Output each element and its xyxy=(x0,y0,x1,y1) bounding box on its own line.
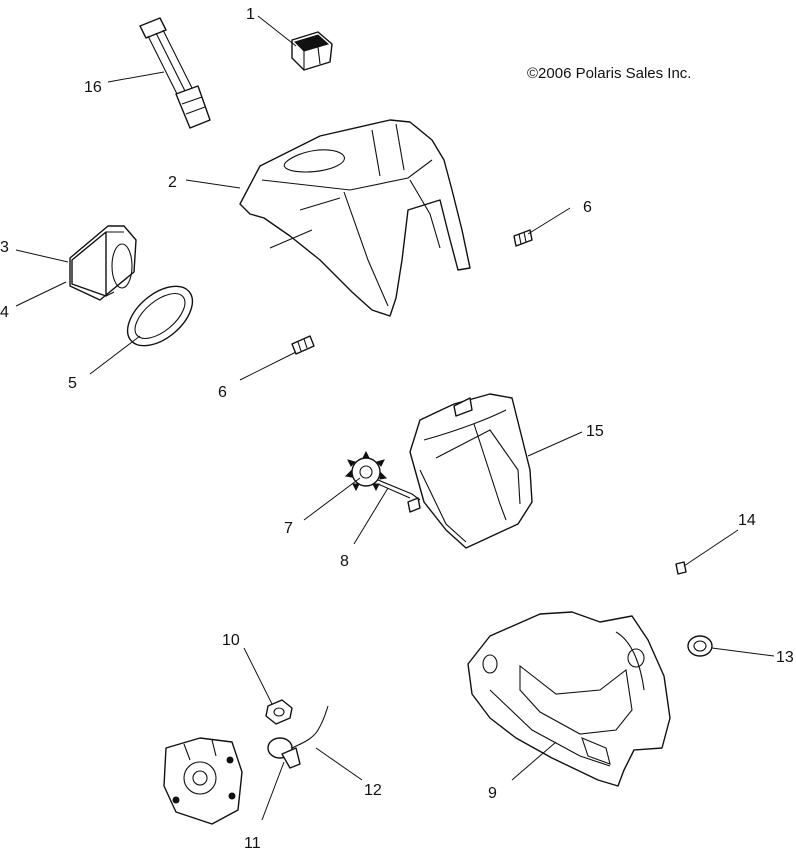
callout-16: 16 xyxy=(84,79,102,96)
part-12-wire-lead xyxy=(291,705,329,749)
callout-3: 3 xyxy=(0,239,9,256)
adjuster-motor-bracket xyxy=(163,737,243,825)
part-15-headlight xyxy=(407,393,533,549)
callout-9: 9 xyxy=(488,785,497,802)
part-1-switch xyxy=(291,31,333,71)
part-5-seal-ring xyxy=(126,285,194,347)
part-14-clip xyxy=(675,561,687,575)
callout-8: 8 xyxy=(340,553,349,570)
callout-6-lower: 6 xyxy=(218,384,227,401)
part-16-wire-harness xyxy=(139,17,211,129)
part-2-hood xyxy=(239,119,471,317)
callout-14: 14 xyxy=(738,512,756,529)
leader-lines xyxy=(15,15,775,821)
part-8-adjuster-shaft xyxy=(377,479,421,501)
part-11-socket xyxy=(267,737,301,769)
callout-5: 5 xyxy=(68,375,77,392)
part-9-lower-housing xyxy=(467,611,671,787)
callout-13: 13 xyxy=(776,649,794,666)
callout-12: 12 xyxy=(364,782,382,799)
part-6-screw-upper xyxy=(513,229,533,247)
callout-6-upper: 6 xyxy=(583,199,592,216)
callout-15: 15 xyxy=(586,423,604,440)
callout-7: 7 xyxy=(284,520,293,537)
part-13-grommet xyxy=(687,635,713,657)
callout-11: 11 xyxy=(244,835,261,850)
part-6-screw-lower xyxy=(291,335,315,355)
copyright-text: ©2006 Polaris Sales Inc. xyxy=(527,65,691,82)
part-10-nut xyxy=(265,699,293,725)
part-3-4-bezel xyxy=(69,225,137,301)
callout-4: 4 xyxy=(0,304,9,321)
callout-1: 1 xyxy=(246,6,255,23)
callout-2: 2 xyxy=(168,174,177,191)
callout-10: 10 xyxy=(222,632,240,649)
